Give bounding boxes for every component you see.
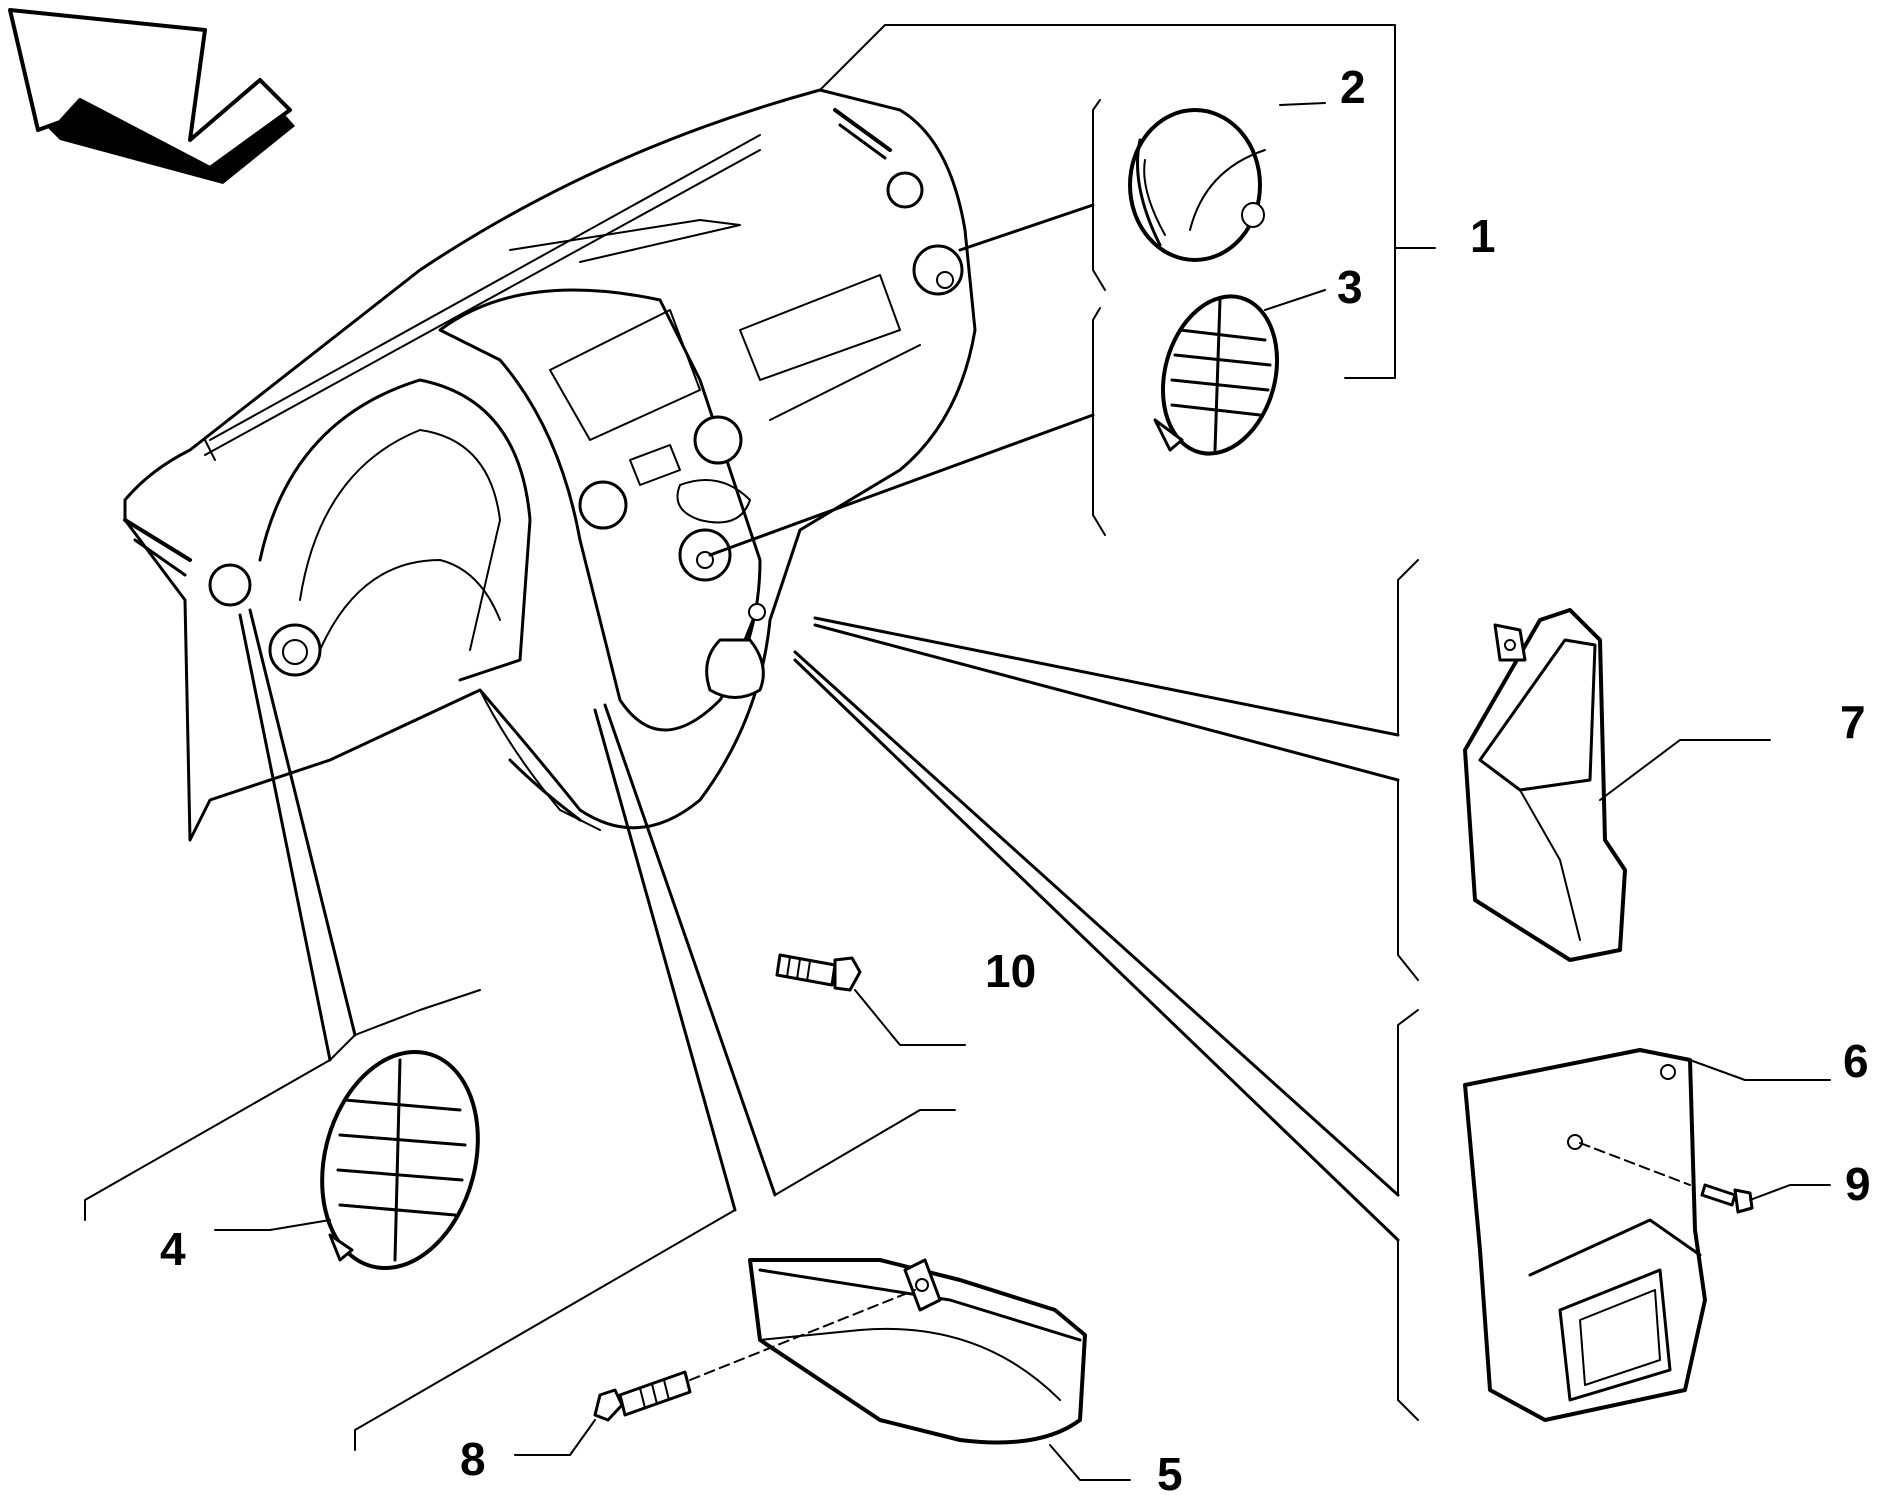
dashboard-assembly [123, 88, 977, 842]
callout-1: 1 [1470, 210, 1496, 262]
callout-3: 3 [1337, 261, 1363, 313]
part-5-air-duct [748, 1258, 1131, 1481]
part-7-air-duct [1463, 608, 1771, 962]
callout-5: 5 [1157, 1448, 1183, 1495]
callout-labels: 1 2 3 4 5 6 7 8 9 10 [160, 61, 1871, 1495]
leader-lines [84, 24, 1436, 1451]
callout-6: 6 [1843, 1035, 1869, 1087]
callout-2: 2 [1340, 61, 1366, 113]
part-4-grilled-vent [214, 1049, 480, 1271]
callout-7: 7 [1840, 696, 1866, 748]
callout-9: 9 [1845, 1158, 1871, 1210]
callout-8: 8 [460, 1433, 486, 1485]
part-2-round-vent [1128, 102, 1326, 262]
part-10-bolt [775, 953, 966, 1046]
part-6-air-duct-grille [1463, 1048, 1831, 1422]
part-9-bolt [1700, 1183, 1831, 1214]
part-3-grilled-vent [1153, 289, 1326, 456]
forward-direction-arrow-icon [8, 8, 295, 184]
part-8-bolt [514, 1289, 916, 1456]
callout-10: 10 [985, 945, 1036, 997]
callout-4: 4 [160, 1223, 186, 1275]
